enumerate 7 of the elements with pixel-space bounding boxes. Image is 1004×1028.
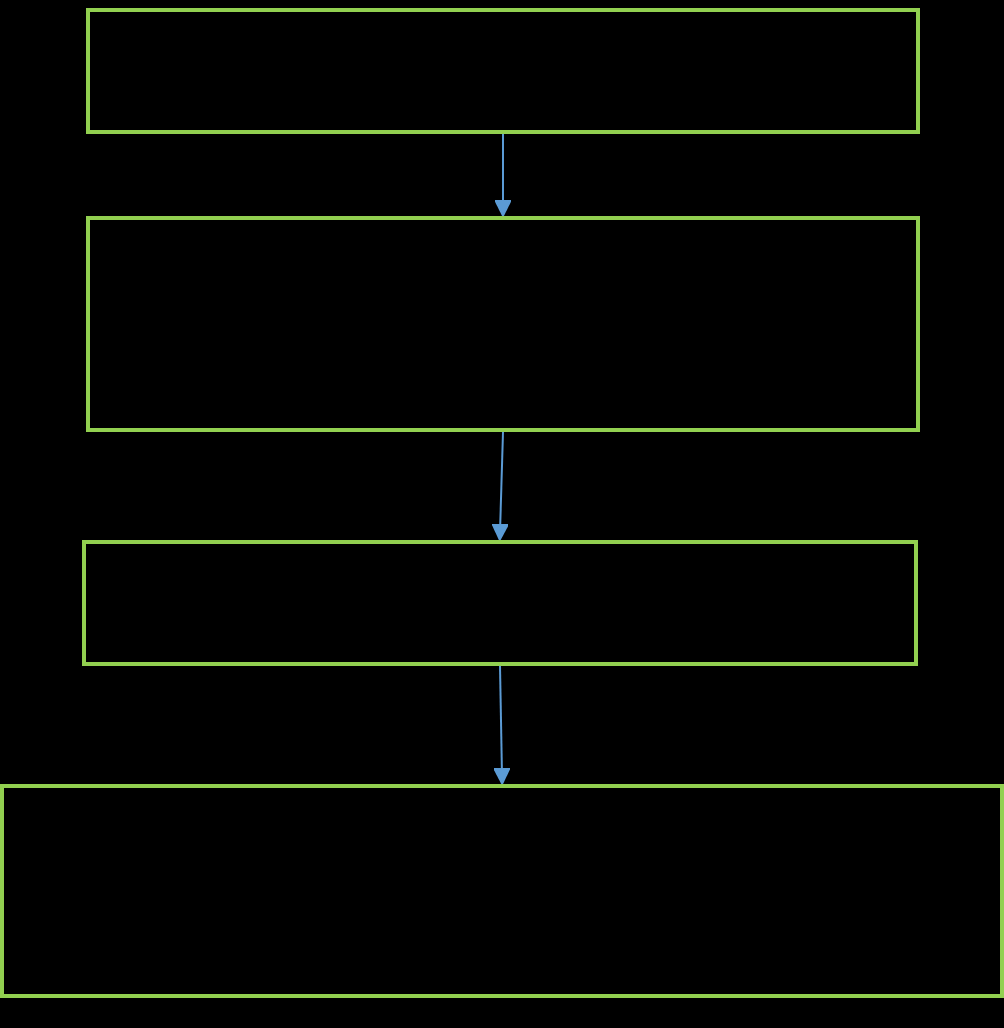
arrow <box>493 665 511 785</box>
arrow <box>494 133 512 217</box>
arrow <box>491 431 510 541</box>
process-box <box>86 216 920 432</box>
process-box <box>82 540 918 666</box>
process-box <box>0 784 1004 998</box>
process-box <box>86 8 920 134</box>
